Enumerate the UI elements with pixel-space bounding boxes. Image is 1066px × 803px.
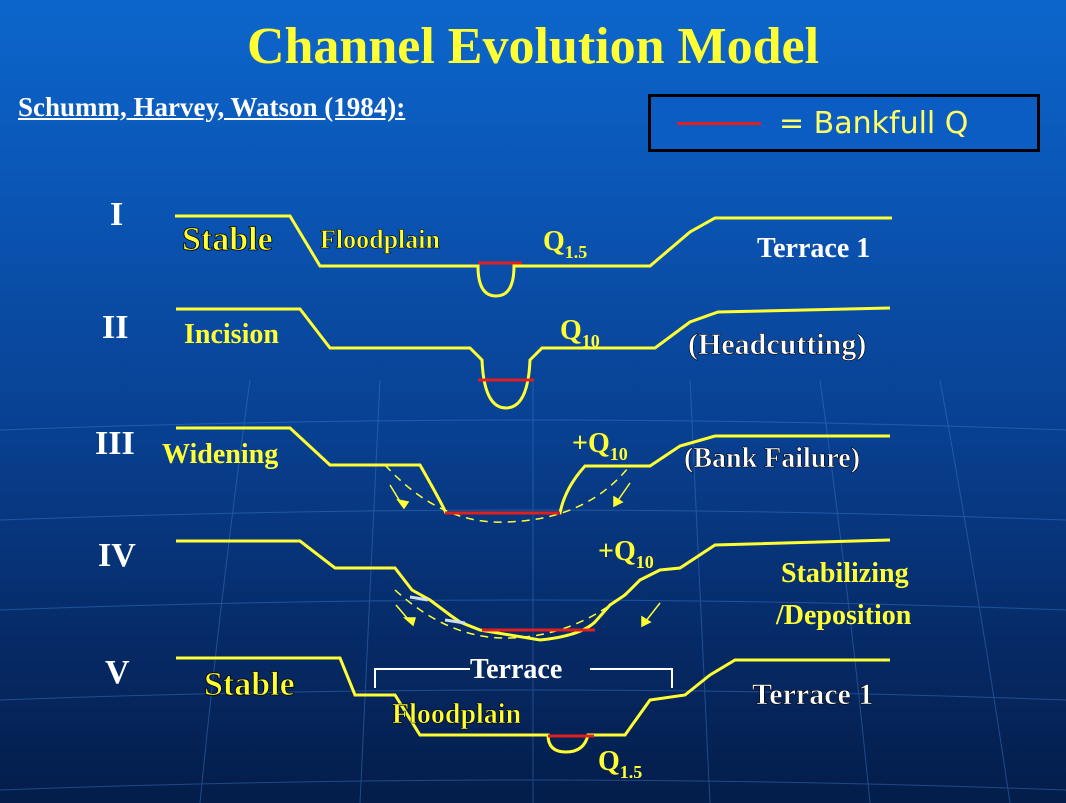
label-stable-5: Stable xyxy=(204,666,295,703)
label-widening: Widening xyxy=(162,439,278,470)
label-terrace-5: Terrace xyxy=(470,654,562,685)
legend-red-line xyxy=(677,122,761,125)
label-floodplain-5: Floodplain xyxy=(392,699,522,730)
deposit-mark xyxy=(409,595,429,602)
label-stable-1: Stable xyxy=(182,221,273,258)
terrace-bracket xyxy=(374,668,673,688)
flow-label-2: Q10 xyxy=(560,315,600,351)
flow-label-4: +Q10 xyxy=(598,536,654,572)
numeral-3: III xyxy=(95,425,135,462)
slide-title: Channel Evolution Model xyxy=(246,18,820,75)
background-grid xyxy=(0,379,1066,803)
stage-2: II Incision Q10 (Headcutting) xyxy=(102,306,891,410)
flow-label-5: Q1.5 xyxy=(598,746,642,782)
stage-1: I Stable Floodplain Q1.5 Terrace 1 xyxy=(110,196,892,298)
flow-label-1: Q1.5 xyxy=(543,226,587,262)
label-bank-failure: (Bank Failure) xyxy=(684,443,860,474)
numeral-1: I xyxy=(110,196,123,233)
stage-4: IV +Q10 Stabilizing /Deposition xyxy=(98,536,912,642)
label-incision: Incision xyxy=(184,319,279,350)
profile-1 xyxy=(175,214,892,298)
numeral-2: II xyxy=(102,309,128,346)
failure-arrows-4 xyxy=(395,602,661,628)
terrace-label-1: Terrace 1 xyxy=(757,233,870,264)
flow-label-3: +Q10 xyxy=(572,428,628,464)
label-headcutting: (Headcutting) xyxy=(688,328,866,361)
deposit-mark xyxy=(444,618,466,625)
failure-arrows-3 xyxy=(389,482,631,510)
dashed-original-channel-4 xyxy=(394,584,636,639)
label-stabilizing: Stabilizing xyxy=(781,558,909,589)
legend-text: = Bankfull Q xyxy=(779,106,969,141)
profile-2 xyxy=(176,306,891,410)
terrace-label-5: Terrace 1 xyxy=(752,678,873,711)
label-floodplain-1: Floodplain xyxy=(320,225,440,254)
label-deposition: /Deposition xyxy=(775,600,912,631)
numeral-5: V xyxy=(105,654,130,691)
stage-5: V Stable Terrace Floodplain Q1.5 Terrace… xyxy=(105,654,890,782)
stage-3: III Widening +Q10 (Bank Failure) xyxy=(95,425,890,523)
dashed-original-channel-3 xyxy=(384,464,629,523)
citation: Schumm, Harvey, Watson (1984): xyxy=(18,92,406,122)
legend: = Bankfull Q xyxy=(648,94,1040,152)
numeral-4: IV xyxy=(98,537,136,574)
